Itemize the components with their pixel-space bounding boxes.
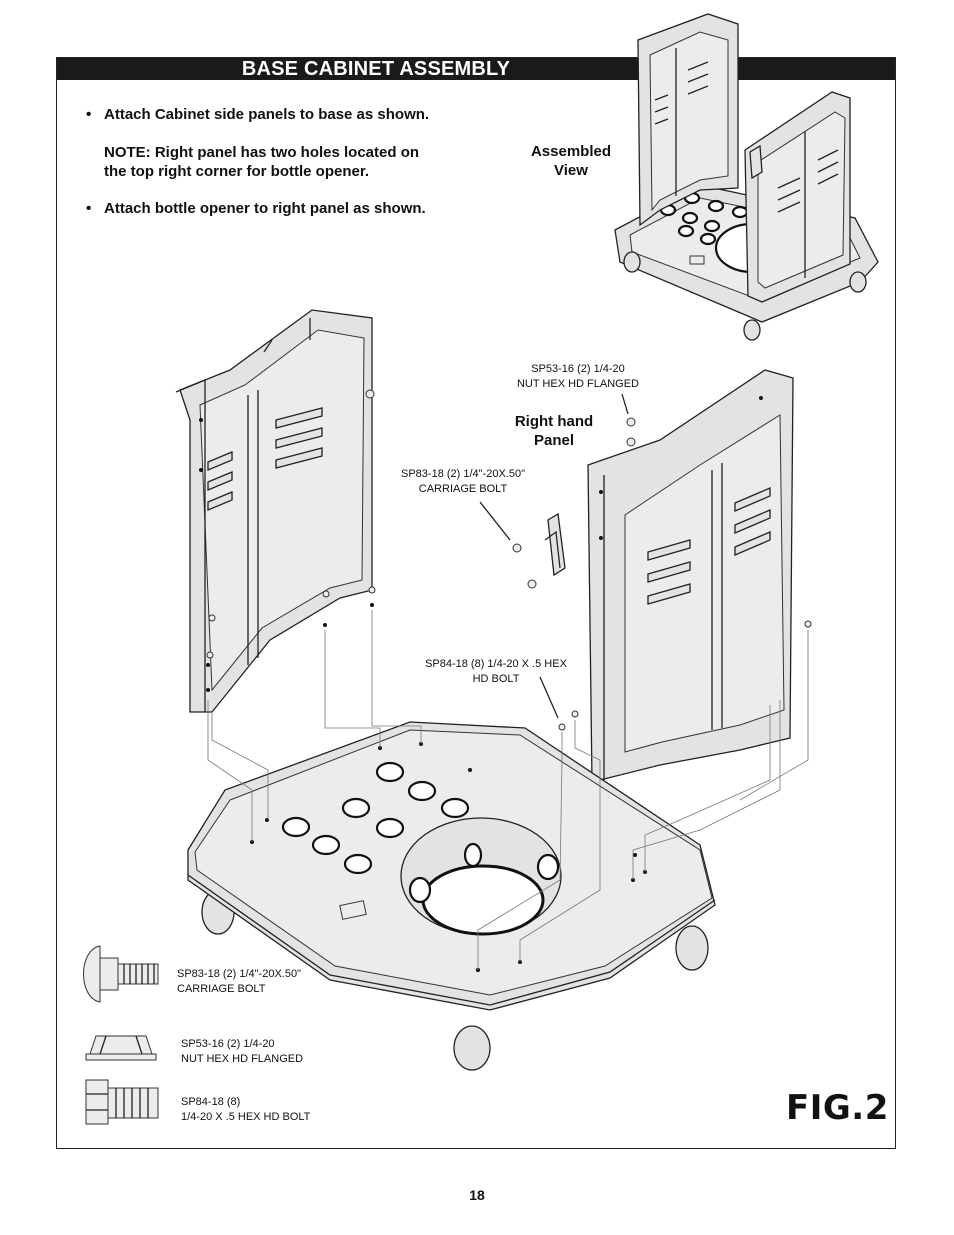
flanged-nut-icon [85, 1035, 157, 1061]
page-title: BASE CABINET ASSEMBLY [241, 58, 511, 80]
callout-flanged-nut: SP53-16 (2) 1/4-20 NUT HEX HD FLANGED [516, 363, 640, 390]
legend-flanged-nut: SP53-16 (2) 1/4-20 NUT HEX HD FLANGED [181, 1038, 304, 1065]
assembled-view-label: Assembled View [530, 143, 612, 179]
bottle-opener-icon [547, 512, 566, 577]
callout-carriage-bolt: SP83-18 (2) 1/4"-20X.50" CARRIAGE BOLT [401, 468, 525, 495]
page-number: 18 [469, 1187, 485, 1203]
note-line-1: NOTE: Right panel has two holes located … [104, 144, 420, 161]
right-panel-label: Right hand Panel [514, 413, 594, 449]
page-frame [56, 57, 896, 1149]
legend-hex-bolt: SP84-18 (8) 1/4-20 X .5 HEX HD BOLT [181, 1096, 311, 1123]
callout-hex-bolt: SP84-18 (8) 1/4-20 X .5 HEX HD BOLT [425, 658, 567, 685]
figure-label: FIG.2 [786, 1088, 889, 1128]
carriage-bolt-icon [83, 945, 159, 1003]
bullet: • [86, 106, 92, 123]
assembled-view-illustration [614, 13, 879, 341]
base-illustration [187, 721, 716, 1071]
note-line-2: the top right corner for bottle opener. [104, 163, 370, 180]
right-side-panel-illustration [512, 369, 812, 783]
hex-bolt-icon [85, 1079, 159, 1125]
bullet: • [86, 200, 92, 217]
legend-carriage-bolt: SP83-18 (2) 1/4"-20X.50" CARRIAGE BOLT [177, 968, 301, 995]
left-side-panel-illustration [175, 309, 376, 713]
